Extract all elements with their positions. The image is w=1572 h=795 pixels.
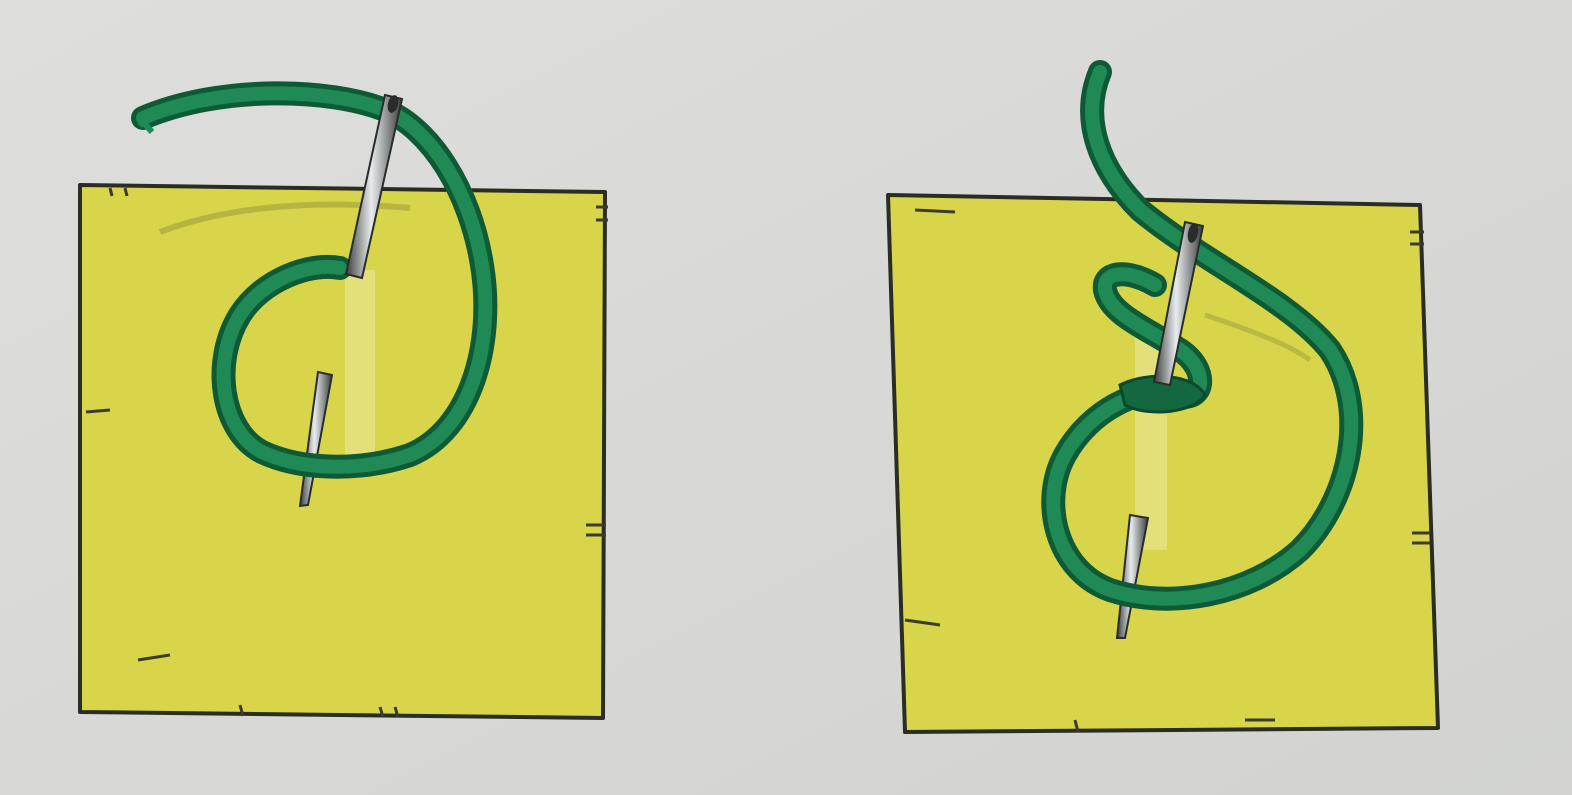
fabric-fold-1 [345,270,375,470]
